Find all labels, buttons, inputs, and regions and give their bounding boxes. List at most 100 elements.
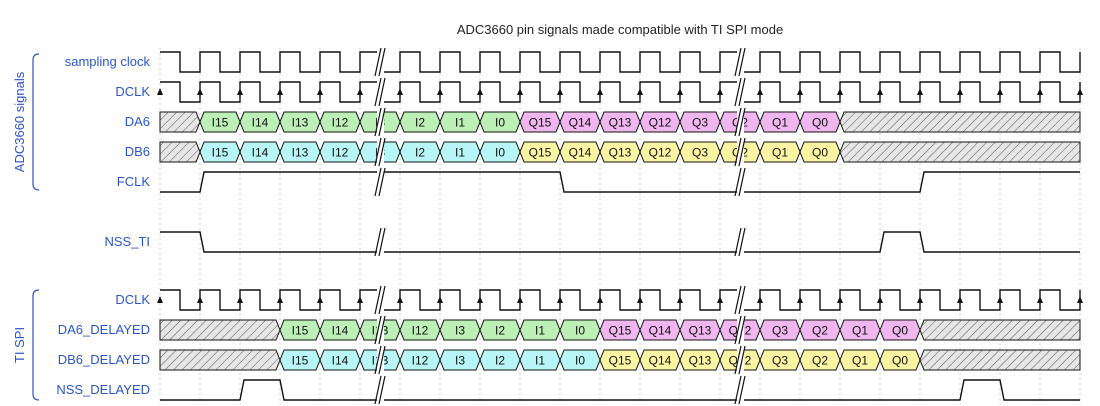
da6-delayed-lane-label: I14 — [332, 324, 349, 338]
da6-hatch — [839, 111, 1081, 133]
db6-lane-label: I12 — [332, 146, 349, 160]
break-mask — [377, 346, 384, 374]
da6-delayed-lane-label: I3 — [455, 324, 465, 338]
db6-delayed-hatch — [159, 349, 281, 371]
da6-lane-label: Q1 — [772, 116, 788, 130]
break-slash — [374, 137, 382, 167]
break-mask — [737, 78, 744, 106]
dclk-edge-arrow — [277, 88, 283, 95]
break-slash — [734, 107, 742, 137]
db6-delayed-lane-label: Q2 — [812, 354, 828, 368]
da6-lane-label: Q12 — [649, 116, 672, 130]
dclk-ti-edge-arrow — [477, 296, 483, 303]
da6-lane-label: I2 — [415, 116, 425, 130]
break-slash — [374, 315, 382, 345]
sampling-clock-trace — [160, 51, 1081, 73]
dclk-edge-arrow — [197, 88, 203, 95]
break-mask — [377, 286, 384, 314]
break-mask — [737, 48, 744, 76]
db6-lane-label: I14 — [252, 146, 269, 160]
da6-lane-label: I14 — [252, 116, 269, 130]
dclk-edge-arrow — [797, 88, 803, 95]
signal-label-da6-delayed: DA6_DELAYED — [58, 322, 150, 337]
break-slash — [734, 47, 742, 77]
db6-hatch — [159, 141, 201, 163]
break-slash — [734, 227, 742, 257]
da6-delayed-hatch — [159, 319, 281, 341]
db6-lane-label: Q14 — [569, 146, 592, 160]
break-slash — [734, 315, 742, 345]
break-slash — [738, 315, 746, 345]
group-label-adc3660: ADC3660 signals — [12, 71, 27, 172]
dclk-edge-arrow — [517, 88, 523, 95]
dclk-edge-arrow — [917, 88, 923, 95]
dclk-edge-arrow — [957, 88, 963, 95]
dclk-ti-edge-arrow — [197, 296, 203, 303]
break-slash — [738, 345, 746, 375]
da6-delayed-lane-label: Q3 — [772, 324, 788, 338]
fclk-trace — [160, 171, 1080, 193]
db6-lane-label: I1 — [455, 146, 465, 160]
group-label-ti-spi: TI SPI — [12, 327, 27, 363]
break-mask — [377, 168, 384, 196]
dclk-ti-edge-arrow — [757, 296, 763, 303]
break-slash — [374, 107, 382, 137]
break-slash — [374, 345, 382, 375]
da6-lane-label: Q13 — [609, 116, 632, 130]
break-slash — [738, 137, 746, 167]
break-slash — [734, 137, 742, 167]
break-mask — [737, 316, 744, 344]
break-slash — [374, 77, 382, 107]
break-slash — [734, 285, 742, 315]
dclk-edge-arrow — [597, 88, 603, 95]
break-slash — [738, 47, 746, 77]
dclk-ti-edge-arrow — [557, 296, 563, 303]
da6-delayed-lane-label: Q13 — [689, 324, 712, 338]
break-slash — [378, 375, 386, 405]
dclk-edge-arrow — [877, 88, 883, 95]
da6-lane-label: I12 — [332, 116, 349, 130]
db6-delayed-lane-label: I12 — [412, 354, 429, 368]
break-slash — [378, 77, 386, 107]
da6-delayed-lane-label: I12 — [412, 324, 429, 338]
db6-delayed-lane-label: Q15 — [609, 354, 632, 368]
da6-lane-label: Q15 — [529, 116, 552, 130]
break-mask — [737, 346, 744, 374]
group-bracket-adc3660 — [32, 53, 40, 191]
break-slash — [738, 167, 746, 197]
dclk-ti-edge-arrow — [957, 296, 963, 303]
da6-lane-label: Q3 — [692, 116, 708, 130]
dclk-ti-edge-arrow — [797, 296, 803, 303]
db6-lane-label: Q15 — [529, 146, 552, 160]
dclk-ti-edge-arrow — [397, 296, 403, 303]
da6-lane-label: I15 — [212, 116, 229, 130]
dclk-ti-edge-arrow — [437, 296, 443, 303]
dclk-edge-arrow — [237, 88, 243, 95]
break-mask — [737, 228, 744, 256]
db6-delayed-hatch — [919, 349, 1081, 371]
dclk-ti-edge-arrow — [277, 296, 283, 303]
dclk-ti-edge-arrow — [917, 296, 923, 303]
waveform-traces: I15I14I13I12I3I2I1I0Q15Q14Q13Q12Q3Q2Q1Q0… — [157, 51, 1083, 401]
break-slash — [734, 375, 742, 405]
db6-lane-label: I2 — [415, 146, 425, 160]
break-slash — [378, 227, 386, 257]
break-mask — [377, 376, 384, 404]
db6-lane-label: I15 — [212, 146, 229, 160]
group-bracket-ti-spi — [32, 289, 40, 401]
break-slash — [378, 285, 386, 315]
dclk-ti-edge-arrow — [677, 296, 683, 303]
diagram-title: ADC3660 pin signals made compatible with… — [457, 22, 783, 37]
break-mask — [377, 138, 384, 166]
break-markers — [374, 47, 746, 405]
break-slash — [378, 167, 386, 197]
dclk-ti-trace — [160, 289, 1081, 311]
da6-delayed-lane-label: Q1 — [852, 324, 868, 338]
break-mask — [737, 286, 744, 314]
db6-delayed-lane-label: I3 — [455, 354, 465, 368]
signal-label-db6: DB6 — [125, 144, 150, 159]
break-slash — [378, 107, 386, 137]
break-mask — [377, 48, 384, 76]
da6-lane-label: Q0 — [812, 116, 828, 130]
